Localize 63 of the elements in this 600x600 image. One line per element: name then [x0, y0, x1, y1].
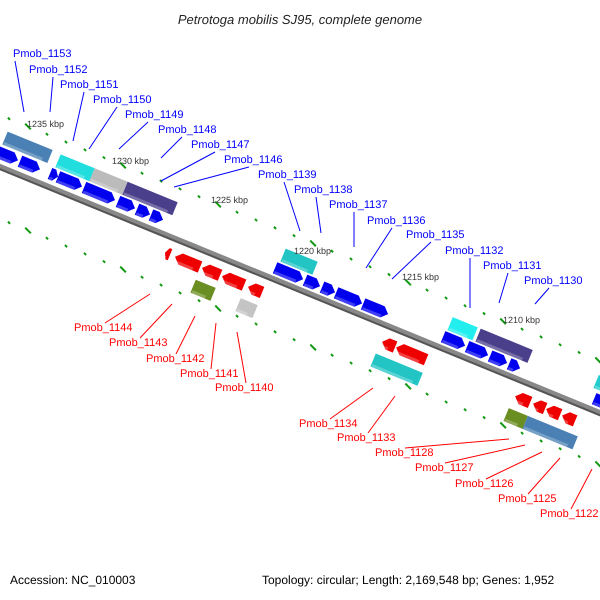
leader-line — [104, 294, 150, 324]
position-label: 1235 kbp — [27, 118, 64, 130]
gene-label: Pmob_1122 — [540, 507, 599, 521]
leader-line — [210, 322, 216, 370]
leader-line — [140, 304, 172, 338]
gene-label: Pmob_1135 — [406, 228, 465, 242]
footer-text: Topology: circular; Length: 2,169,548 bp; Genes: 1,952 — [262, 574, 554, 586]
gene-label: Pmob_1152 — [29, 63, 88, 77]
leader-line — [368, 396, 396, 434]
leader-line — [404, 438, 510, 448]
gene-label: Pmob_1126 — [455, 477, 514, 491]
position-label: 1220 kbp — [294, 245, 332, 257]
leader-line — [50, 76, 54, 112]
gene-label: Pmob_1140 — [215, 381, 274, 395]
gene-label: Pmob_1133 — [337, 431, 396, 445]
leader-line — [316, 196, 322, 234]
position-label: 1230 kbp — [112, 155, 150, 167]
gene-label: Pmob_1128 — [375, 446, 434, 460]
gene-label: Pmob_1143 — [109, 336, 168, 350]
leader-line — [72, 92, 84, 142]
footer-text: Accession: NC_010003 — [10, 574, 136, 586]
gene-label: Pmob_1134 — [299, 417, 358, 431]
leader-line — [236, 332, 246, 384]
leader-line — [366, 228, 392, 268]
gene-label: Pmob_1132 — [445, 244, 504, 258]
leader-line — [498, 272, 508, 304]
gene-label: Pmob_1148 — [158, 123, 217, 137]
gene-label: Pmob_1144 — [74, 321, 133, 335]
leader-line — [528, 458, 560, 494]
leader-line — [14, 60, 24, 112]
gene-label: Pmob_1136 — [367, 214, 426, 228]
leader-line — [486, 452, 542, 480]
gene-label: Pmob_1142 — [146, 352, 205, 366]
gene-label: Pmob_1153 — [13, 47, 72, 61]
gene-label: Pmob_1130 — [524, 274, 583, 288]
leader-line — [118, 122, 148, 150]
title: Petrotoga mobilis SJ95, complete genome — [176, 11, 424, 29]
gene-label: Pmob_1125 — [498, 492, 557, 506]
leader-line — [570, 468, 592, 510]
leader-line — [534, 288, 550, 304]
gene-label: Pmob_1141 — [180, 367, 239, 381]
gene-label: Pmob_1127 — [415, 461, 474, 475]
leader-line — [392, 242, 432, 280]
gene-label: Pmob_1149 — [125, 108, 184, 122]
leader-line — [160, 136, 182, 158]
leader-line — [174, 166, 250, 188]
position-label: 1215 kbp — [402, 271, 440, 283]
position-label: 1225 kbp — [211, 194, 248, 206]
gene-label: Pmob_1147 — [191, 138, 250, 152]
leader-line — [176, 316, 196, 354]
gene-label: Pmob_1138 — [294, 183, 353, 197]
leader-line — [160, 152, 216, 182]
gene-label: Pmob_1146 — [224, 153, 283, 167]
leader-line — [330, 388, 374, 420]
gene-label: Pmob_1151 — [60, 78, 119, 92]
leader-line — [88, 106, 118, 150]
position-label: 1210 kbp — [503, 314, 540, 326]
gene-label: Pmob_1131 — [483, 259, 542, 273]
gene-label: Pmob_1137 — [329, 198, 388, 212]
gene-label: Pmob_1150 — [93, 93, 152, 107]
leader-line — [444, 444, 526, 464]
leader-line — [284, 182, 300, 232]
gene-label: Pmob_1139 — [258, 168, 317, 182]
